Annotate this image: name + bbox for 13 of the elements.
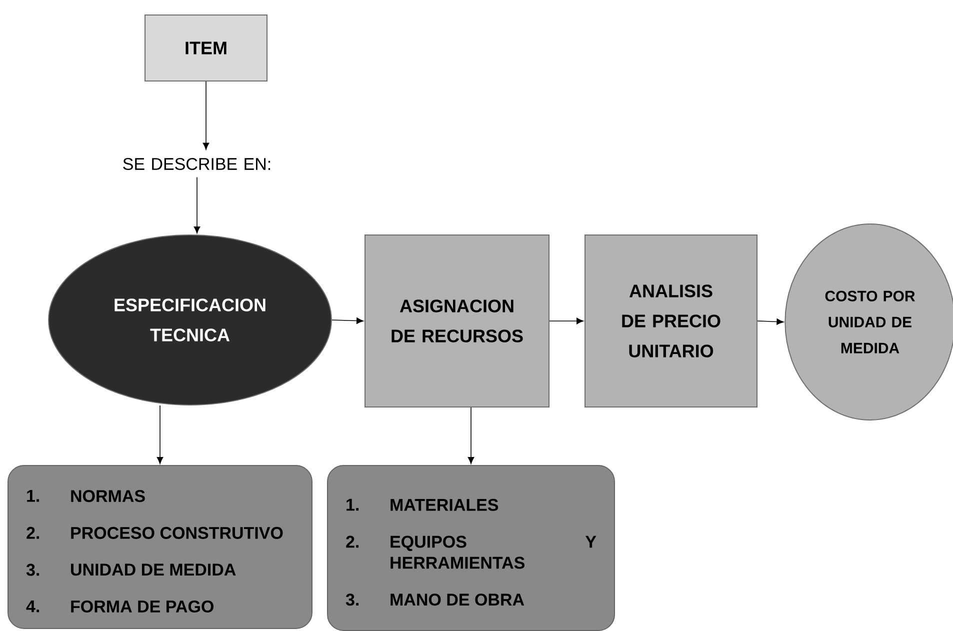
arrow — [757, 318, 784, 325]
process-box: ASIGNACION DE RECURSOS — [364, 234, 550, 408]
arrow — [468, 407, 474, 464]
process-box: ANALISIS DE PRECIO UNITARIO — [584, 234, 758, 408]
arrow — [202, 81, 210, 150]
process-box: ITEM — [144, 14, 268, 82]
arrow — [194, 176, 200, 234]
list-box: 1. NORMAS 2. PROCESO CONSTRUTIVO 3. UNIDAD DE MEDIDA 4. FORMA DE PAGO — [8, 465, 312, 629]
arrow — [156, 405, 164, 464]
caption-text: SE DESCRIBE EN: — [123, 158, 270, 170]
arrow — [549, 318, 584, 324]
list-box: 1. MATERIALES 2. EQUIPOS Y HERRAMIENTAS 3. MANO DE OBRA — [327, 465, 615, 631]
arrow — [332, 318, 364, 324]
